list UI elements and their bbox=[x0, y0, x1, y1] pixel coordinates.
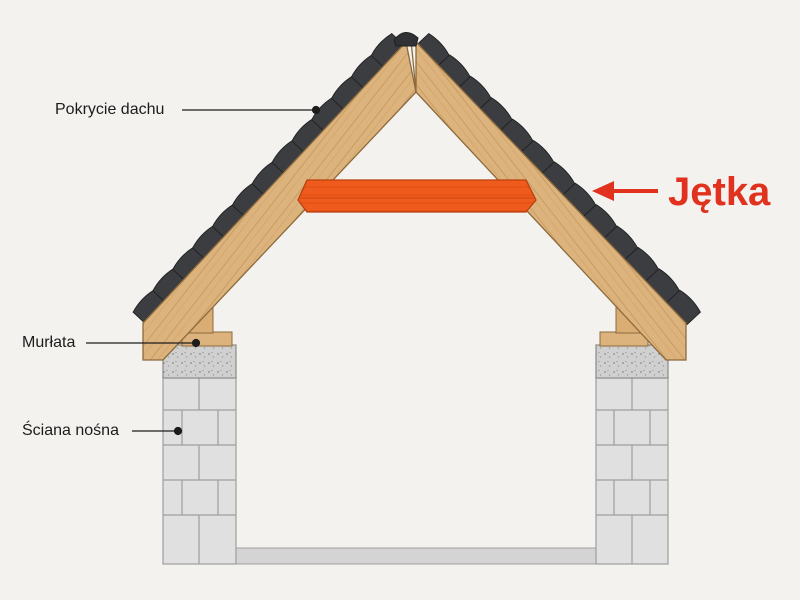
label-wall-plate: Murłata bbox=[22, 334, 76, 351]
left-wall-plate bbox=[181, 331, 233, 347]
rafter-joint bbox=[410, 39, 417, 93]
left-rafter bbox=[142, 40, 417, 361]
callout-dot-wall-plate bbox=[191, 338, 201, 348]
right-wall bbox=[595, 344, 669, 565]
left-wall bbox=[162, 344, 237, 565]
right-rafter bbox=[415, 40, 687, 361]
ridge-cap bbox=[393, 32, 419, 47]
callout-dot-wall bbox=[173, 426, 183, 436]
label-roof-covering: Pokrycie dachu bbox=[55, 101, 165, 118]
callout-dot-roof bbox=[311, 105, 321, 115]
label-collar-beam: Jętka bbox=[668, 170, 771, 214]
arrow-left-icon bbox=[592, 181, 658, 201]
callout-leaders bbox=[86, 105, 321, 436]
label-load-bearing-wall: Ściana nośna bbox=[22, 422, 119, 439]
collar-beam bbox=[297, 179, 537, 213]
right-wall-plate bbox=[599, 331, 649, 347]
floor-slab bbox=[224, 547, 606, 565]
